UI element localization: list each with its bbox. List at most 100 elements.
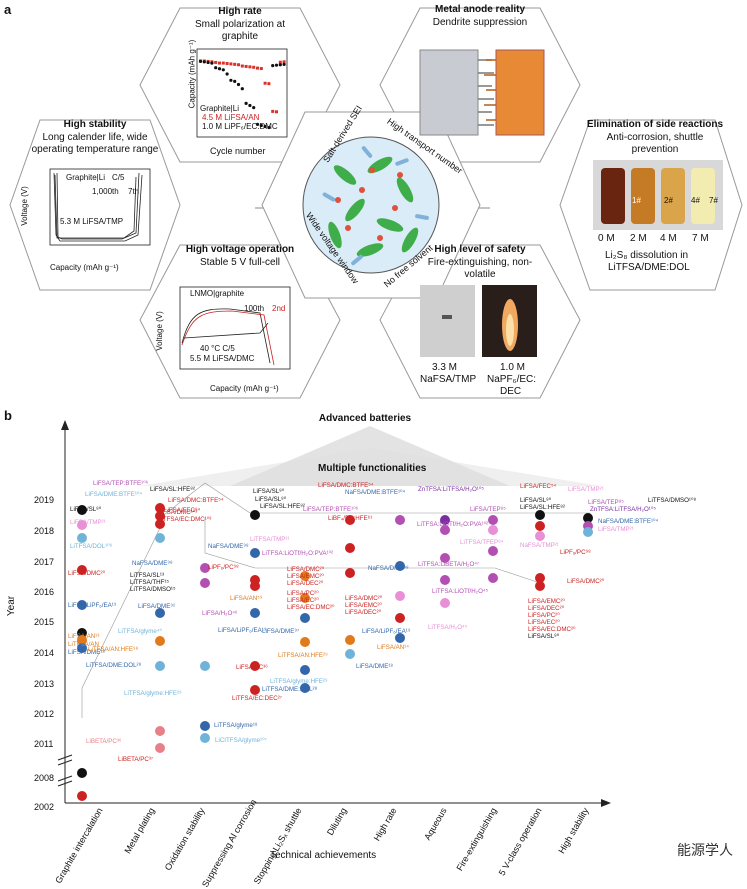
- electrolyte-dot: [488, 546, 498, 556]
- safety-photos: [420, 285, 537, 357]
- electrolyte-label: LiTFSA:LiOTf/H₂O:PVA¹⁰²: [417, 521, 489, 528]
- electrolyte-dot: [77, 628, 87, 638]
- electrolyte-dot: [345, 543, 355, 553]
- high-rate-point-black: [244, 101, 248, 105]
- electrolyte-dot: [440, 575, 450, 585]
- high-rate-point-red: [221, 61, 225, 65]
- electrolyte-label: LiFSA/SL⁸⁰: [70, 506, 102, 513]
- electrolyte-label: LiFSA/DEC²⁰: [528, 605, 565, 612]
- high-rate-point-black: [248, 103, 252, 108]
- electrolyte-dot: [155, 743, 165, 753]
- high-rate-point-black: [263, 124, 267, 129]
- electrolyte-dot: [77, 505, 87, 515]
- year-axis-label: Year: [6, 595, 18, 617]
- electrolyte-label: LiFSA/EMC²⁰: [345, 602, 382, 609]
- electrolyte-dot: [155, 636, 165, 646]
- high-rate-point-black: [252, 106, 256, 110]
- high-rate-point-red: [233, 62, 237, 66]
- electrolyte-label: LiFSA/LiPF₆/EA¹⁹: [362, 628, 411, 635]
- electrolyte-label: LiTFSA:LiOTf/H₂O:PVA¹⁰²: [262, 550, 334, 557]
- electrolyte-label: LiFSA/DMC²⁰: [567, 578, 605, 585]
- high-rate-title: High rate: [218, 6, 262, 17]
- electrolyte-dot: [395, 613, 405, 623]
- electrolyte-label: LiFSA/EC:DMC²⁰: [528, 626, 576, 633]
- high-stability-cycle-b: 7th: [128, 187, 140, 196]
- safety-right-3: DEC: [500, 386, 522, 397]
- electrolyte-dot: [395, 591, 405, 601]
- electrolyte-label: LiFSA/TMP²¹: [598, 526, 634, 533]
- metal-anode-title: Metal anode reality: [434, 4, 526, 15]
- electrolyte-dot: [535, 531, 545, 541]
- high-rate-point-black: [229, 78, 233, 82]
- electrolyte-dot: [488, 515, 498, 525]
- electrolyte-dot: [77, 600, 87, 610]
- electrolyte-label: LiTFSA/DME:DOL²⁸: [262, 686, 318, 693]
- electrolyte-label: LiFSA/DME⁹¹: [138, 603, 176, 610]
- high-rate-point-red: [271, 109, 275, 113]
- electrolyte-label: LiTFSA/AN:HFE⁹⁸: [88, 646, 139, 653]
- electrolyte-dot: [300, 571, 310, 581]
- electrolyte-label: LiFSA/DME:BTFE¹⁰⁴: [85, 491, 143, 498]
- electrolyte-dot: [77, 520, 87, 530]
- electrolyte-dot: [395, 633, 405, 643]
- electrolyte-label: LiFSA/DME¹⁸: [68, 649, 105, 656]
- electrolyte-dot: [77, 635, 87, 645]
- high-voltage-ylabel: Voltage (V): [154, 311, 164, 351]
- safety-left-1: 3.3 M: [432, 362, 458, 373]
- electrolyte-label: NaFSA/DME⁹⁸: [132, 560, 173, 567]
- electrolyte-dot: [535, 521, 545, 531]
- electrolyte-label: LiBETA/PC³⁶: [86, 738, 122, 745]
- electrolyte-label: LiFSA/SL:HFE⁸²: [150, 486, 195, 493]
- high-rate-legend-2: 1.0 M LiPF₆/EC:DMC: [202, 122, 278, 131]
- electrolyte-dot: [440, 525, 450, 535]
- electrolyte-label: LiFSA/DMC¹⁰³: [158, 509, 198, 516]
- year-tick: 2012: [34, 709, 55, 719]
- electrolyte-label: LiTFSA/DME:DOL²⁸: [86, 662, 142, 669]
- vial-conc-4: 4 M: [660, 233, 677, 244]
- electrolyte-label: LiBF₄/PC:HFE⁶¹: [328, 515, 373, 522]
- high-rate-point-black: [274, 63, 279, 67]
- electrolyte-label: LiFSA/AN¹⁴: [377, 644, 409, 651]
- electrolyte-dot: [250, 548, 260, 558]
- electrolyte-label: LiFSA/SL:HFE⁸²: [520, 504, 565, 511]
- safety-right-2: NaPF₆/EC:: [487, 374, 537, 385]
- high-rate-point-red: [240, 64, 244, 68]
- high-rate-point-red: [248, 65, 252, 69]
- electrolyte-label: LiTFSA/DMSO¹⁰⁸: [648, 497, 697, 504]
- high-rate-point-red: [256, 66, 259, 70]
- year-tick: 2019: [34, 495, 55, 505]
- electrolyte-label: NaFSA/DME⁹⁸: [208, 543, 249, 550]
- electrolyte-label: LiTFSA/TMP²¹: [250, 536, 290, 543]
- metal-anode-subtitle: Dendrite suppression: [432, 17, 528, 28]
- high-rate-point-black: [282, 62, 286, 66]
- electrolyte-dot: [300, 593, 310, 603]
- vial-label-7: 7#: [709, 196, 718, 205]
- high-rate-cell: Graphite|Li: [200, 104, 239, 113]
- electrolyte-label: LiCITFSA/glyme¹⁰⁷: [215, 737, 267, 744]
- electrolyte-label: LiTFSA/DOL¹⁰⁶: [70, 543, 113, 550]
- panel-a-letter: a: [4, 2, 12, 17]
- electrolyte-dot: [155, 519, 165, 529]
- electrolyte-dot: [250, 510, 260, 520]
- high-rate-point-black: [240, 87, 244, 91]
- electrolyte-label: LiFSA/PC²⁰: [287, 590, 319, 597]
- electrolyte-label: LiFSA/TEP⁸⁵: [470, 506, 506, 513]
- electrolyte-label: ZnTFSA:LiTFSA/H₂O¹⁰⁵: [418, 486, 484, 493]
- electrolyte-label: LiFSA/TMP²¹: [70, 519, 106, 526]
- x-axis-label: Technical achievements: [270, 850, 377, 861]
- year-tick: 2016: [34, 587, 55, 597]
- high-rate-point-red: [225, 62, 229, 65]
- vials-photo: [593, 160, 723, 230]
- electrolyte-label: LiFSA/EC:DMC²⁰: [287, 604, 335, 611]
- high-stability-plot: [49, 168, 151, 246]
- high-rate-point-black: [271, 64, 275, 68]
- high-rate-point-black: [221, 68, 225, 72]
- electrolyte-label: LiTFSA/AN: [68, 641, 99, 648]
- electrolyte-label: NaFSA/DME:BTFE¹⁰⁴: [345, 489, 406, 496]
- electrolyte-dot: [300, 683, 310, 693]
- high-rate-point-red: [252, 65, 256, 69]
- safety-right-1: 1.0 M: [500, 362, 526, 373]
- high-voltage-cycle-b: 2nd: [272, 304, 286, 313]
- electrolyte-dot: [155, 661, 165, 671]
- electrolyte-label: LiFSA/DMC²⁰: [68, 570, 106, 577]
